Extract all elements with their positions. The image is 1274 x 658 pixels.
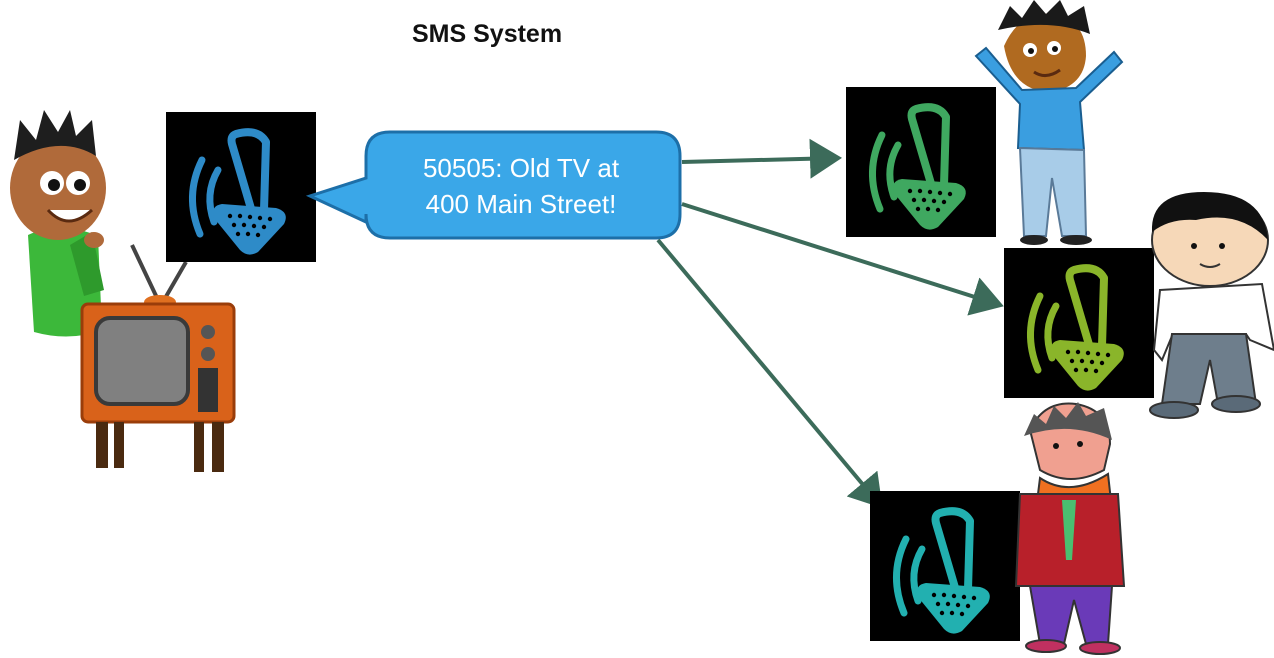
sender-phone-icon xyxy=(166,112,316,262)
message-text: 50505: Old TV at 400 Main Street! xyxy=(372,140,670,232)
receiver-3-person-icon xyxy=(1014,402,1126,655)
message-bubble xyxy=(305,130,682,240)
arrows xyxy=(656,138,1004,509)
arrow-to-receiver-2 xyxy=(681,202,1004,316)
receiver-2-person-icon xyxy=(1149,192,1274,419)
diagram-title: SMS System xyxy=(412,20,563,48)
arrow-to-receiver-3 xyxy=(656,238,883,509)
message-line-2: 400 Main Street! xyxy=(425,189,617,219)
receiver-1-person-icon xyxy=(974,0,1124,245)
receiver-3-phone-icon xyxy=(870,491,1020,641)
arrow-to-receiver-1 xyxy=(681,138,842,179)
receiver-1-phone-icon xyxy=(846,87,996,237)
person-with-tv-icon xyxy=(10,110,236,472)
receiver-2-phone-icon xyxy=(1004,248,1154,398)
message-line-1: 50505: Old TV at xyxy=(422,153,620,183)
